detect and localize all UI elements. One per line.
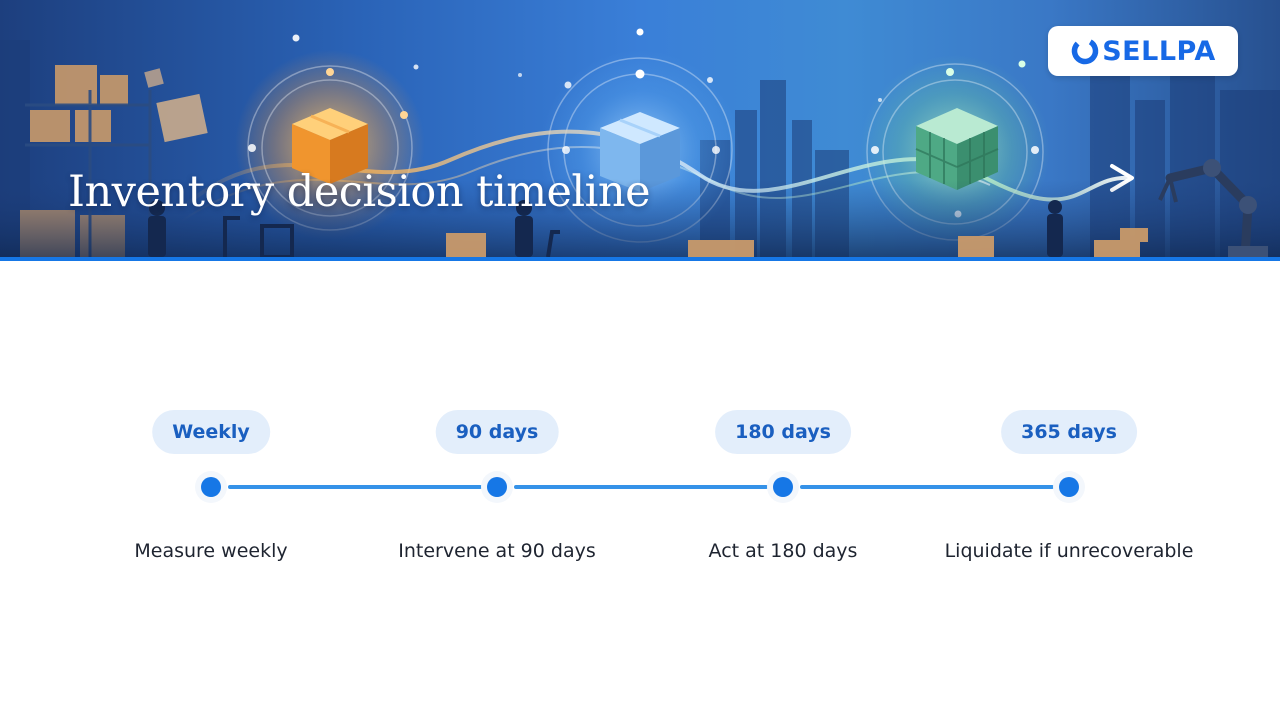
timeline-label: Liquidate if unrecoverable: [944, 540, 1194, 562]
timeline-connector: [800, 485, 1054, 489]
banner-divider: [0, 257, 1280, 261]
timeline-badge: Weekly: [152, 410, 270, 454]
logo-text: SELLPA: [1102, 35, 1216, 67]
sellpa-logo: SELLPA: [1048, 26, 1238, 76]
timeline-connector: [228, 485, 482, 489]
timeline-stage-365-days: 365 days Liquidate if unrecoverable: [919, 380, 1219, 580]
warehouse-banner-illustration: [0, 28, 1280, 257]
timeline-badge: 90 days: [435, 410, 559, 454]
header-banner: Inventory decision timeline SELLPA: [0, 0, 1280, 257]
page-title: Inventory decision timeline: [68, 167, 651, 217]
timeline-label: Intervene at 90 days: [398, 540, 596, 562]
timeline-stage-90-days: 90 days Intervene at 90 days: [347, 380, 647, 580]
decision-timeline: Weekly Measure weekly 90 days Intervene …: [0, 380, 1280, 600]
timeline-connector: [514, 485, 768, 489]
logo-ring-icon: [1071, 37, 1099, 65]
timeline-marker: [1059, 477, 1079, 497]
timeline-badge: 365 days: [1001, 410, 1137, 454]
timeline-marker: [487, 477, 507, 497]
timeline-stage-180-days: 180 days Act at 180 days: [633, 380, 933, 580]
timeline-stage-weekly: Weekly Measure weekly: [61, 380, 361, 580]
timeline-label: Measure weekly: [134, 540, 288, 562]
timeline-badge: 180 days: [715, 410, 851, 454]
timeline-marker: [773, 477, 793, 497]
timeline-label: Act at 180 days: [708, 540, 858, 562]
timeline-marker: [201, 477, 221, 497]
